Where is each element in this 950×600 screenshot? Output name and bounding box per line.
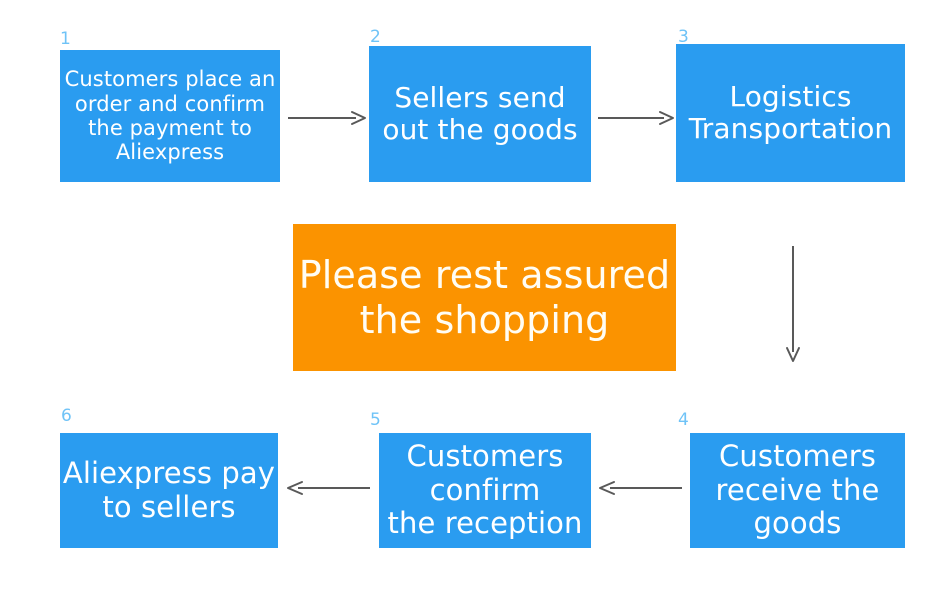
process-box-step-6-label: Aliexpress pay to sellers [62,455,276,524]
step-number-4: 4 [678,410,689,430]
process-box-step-5-label: Customers confirm the reception [387,439,583,541]
process-box-step-2[interactable]: Sellers send out the goods [369,46,591,182]
process-box-step-1[interactable]: Customers place an order and confirm the… [60,50,280,182]
arrow-right-icon-step2-step3 [598,111,674,125]
arrow-down-icon-step3-step4 [786,246,800,362]
step-number-6: 6 [61,406,72,426]
process-box-step-2-label: Sellers send out the goods [382,80,578,146]
arrow-left-icon-step4-step5 [599,481,682,495]
process-box-step-4-label: Customers receive the goods [715,439,880,541]
step-number-3: 3 [678,27,689,47]
process-box-step-6[interactable]: Aliexpress pay to sellers [60,433,278,548]
process-box-step-3[interactable]: Logistics Transportation [676,44,905,182]
process-box-step-5[interactable]: Customers confirm the reception [379,433,591,548]
step-number-5: 5 [370,410,381,430]
process-box-step-1-label: Customers place an order and confirm the… [64,67,276,165]
process-box-step-4[interactable]: Customers receive the goods [690,433,905,548]
arrow-right-icon-step1-step2 [288,111,366,125]
highlight-banner[interactable]: Please rest assured the shopping [293,224,676,371]
step-number-1: 1 [60,29,71,49]
step-number-2: 2 [370,27,381,47]
highlight-banner-label: Please rest assured the shopping [298,253,671,342]
arrow-left-icon-step5-step6 [287,481,370,495]
process-box-step-3-label: Logistics Transportation [688,79,893,145]
